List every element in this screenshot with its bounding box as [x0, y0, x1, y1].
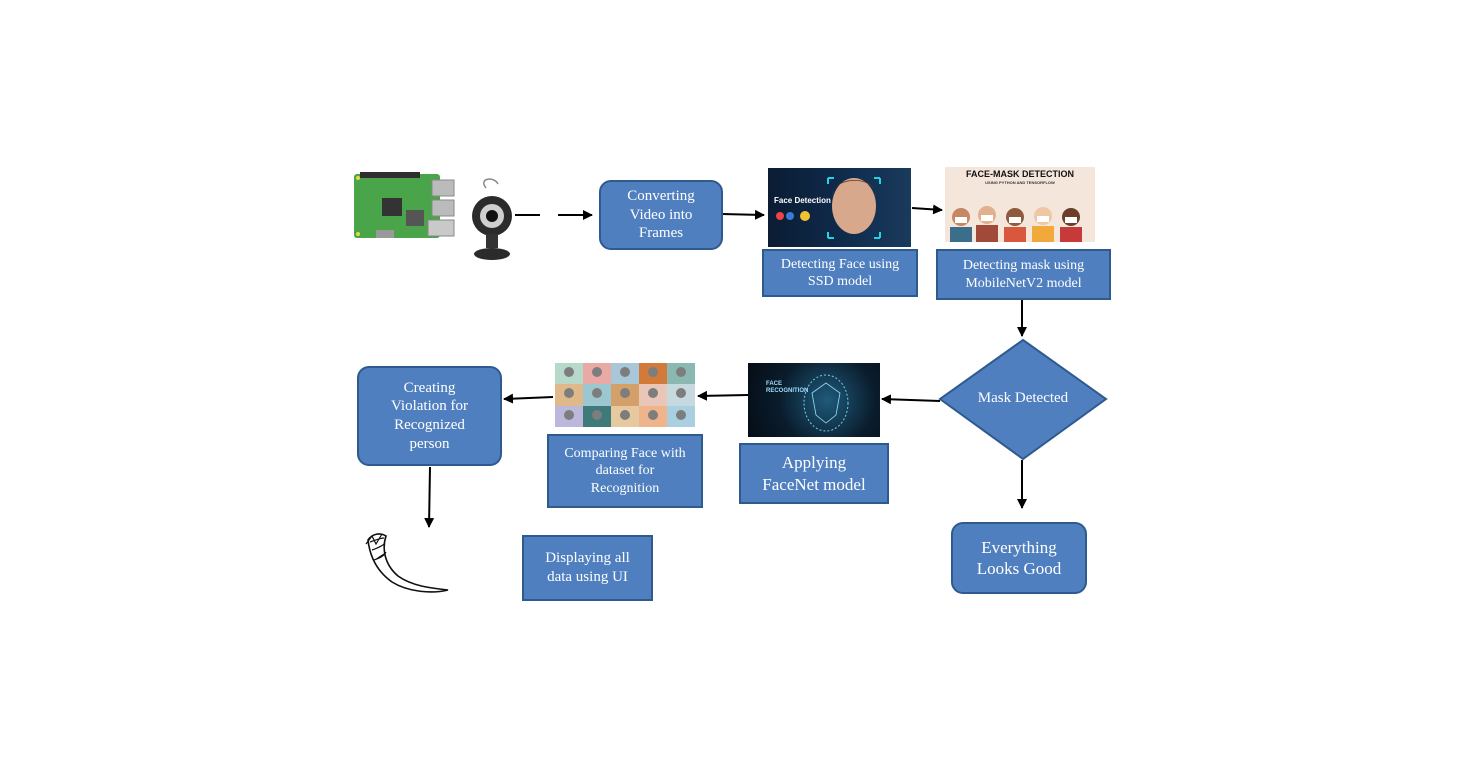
arrow-face-to-mask-detection: [911, 204, 943, 215]
face-mask-detection-image: FACE-MASK DETECTION USING PYTHON AND TEN…: [945, 167, 1095, 242]
detect-face-node: Detecting Face using SSD model: [762, 249, 918, 297]
face-recognition-image: FACE RECOGNITION: [748, 363, 880, 437]
face-recognition-caption: FACE RECOGNITION: [766, 381, 809, 394]
flask-logo-icon: [362, 530, 454, 595]
mask-banner-subtitle: USING PYTHON AND TENSORFLOW: [985, 180, 1055, 185]
display-ui-node: Displaying all data using UI: [522, 535, 653, 601]
facenet-node: Applying FaceNet model: [739, 443, 889, 504]
create-violation-node: Creating Violation for Recognized person: [357, 366, 502, 466]
arrow-compare-to-violation: [503, 393, 554, 404]
decision-diamond: [938, 338, 1108, 461]
webcam-icon: [468, 178, 518, 262]
arrow-violation-to-ui: [424, 466, 435, 528]
face-detection-image: Face Detection: [768, 168, 911, 247]
mask-banner-title: FACE-MASK DETECTION: [966, 169, 1074, 179]
everything-looks-good-node: Everything Looks Good: [951, 522, 1087, 594]
arrow-convert-to-face-detection: [721, 209, 765, 220]
arrow-facenet-to-compare: [697, 390, 749, 401]
decision-label: Mask Detected: [977, 390, 1069, 406]
convert-video-node: Converting Video into Frames: [599, 180, 723, 250]
face-detection-caption: Face Detection: [774, 196, 831, 205]
compare-face-node: Comparing Face with dataset for Recognit…: [547, 434, 703, 508]
arrow-decision-to-facenet: [881, 394, 941, 405]
face-grid-image: [555, 363, 695, 427]
detect-mask-node: Detecting mask using MobileNetV2 model: [936, 249, 1111, 300]
raspberry-pi-board-icon: [352, 170, 456, 242]
